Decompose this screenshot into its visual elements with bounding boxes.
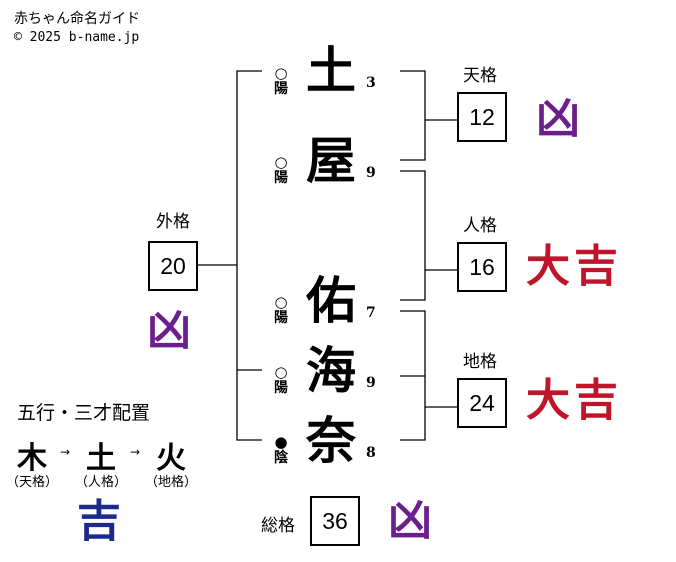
element-ten: 木: [17, 441, 47, 476]
chikaku-fortune: 大吉: [526, 375, 622, 426]
copyright: © 2025 b-name.jp: [14, 30, 140, 45]
chikaku-label: 地格: [463, 352, 497, 372]
chikaku-value: 24: [457, 378, 507, 428]
app-title: 赤ちゃん命名ガイド: [14, 11, 140, 27]
tenkaku-value: 12: [457, 92, 507, 142]
name-char: 佑: [306, 271, 356, 330]
jinkaku-label: 人格: [463, 216, 497, 236]
yang-mark: ○陽: [274, 153, 288, 186]
stroke-count: 7: [366, 305, 376, 321]
stroke-count: 3: [366, 75, 376, 91]
jinkaku-value: 16: [457, 242, 507, 292]
gaikaku-value: 20: [148, 241, 198, 291]
yin-mark: ●陰: [274, 433, 288, 466]
tenkaku-fortune: 凶: [536, 93, 584, 144]
soukaku-label: 総格: [261, 516, 295, 536]
element-chi-sub: （地格）: [144, 475, 197, 490]
arrow-icon: →: [130, 445, 141, 459]
element-chi: 火: [156, 441, 186, 476]
arrow-icon: →: [60, 445, 71, 459]
element-ten-sub: （天格）: [5, 475, 58, 490]
gogyo-fortune: 吉: [77, 496, 125, 547]
stroke-count: 8: [366, 445, 376, 461]
gaikaku-fortune: 凶: [147, 305, 195, 356]
gaikaku-label: 外格: [156, 212, 190, 232]
soukaku-fortune: 凶: [388, 495, 436, 546]
tenkaku-label: 天格: [463, 66, 497, 86]
stroke-count: 9: [366, 165, 376, 181]
soukaku-value: 36: [310, 496, 360, 546]
name-char: 屋: [306, 131, 356, 190]
yang-mark: ○陽: [274, 363, 288, 396]
yang-mark: ○陽: [274, 64, 288, 97]
gogyo-heading: 五行・三才配置: [17, 402, 151, 424]
jinkaku-fortune: 大吉: [526, 241, 622, 292]
yang-mark: ○陽: [274, 293, 288, 326]
name-char: 海: [306, 341, 356, 400]
name-char: 奈: [306, 411, 356, 470]
element-jin-sub: （人格）: [74, 475, 127, 490]
element-jin: 土: [86, 441, 116, 476]
name-char: 土: [306, 41, 356, 100]
stroke-count: 9: [366, 375, 376, 391]
